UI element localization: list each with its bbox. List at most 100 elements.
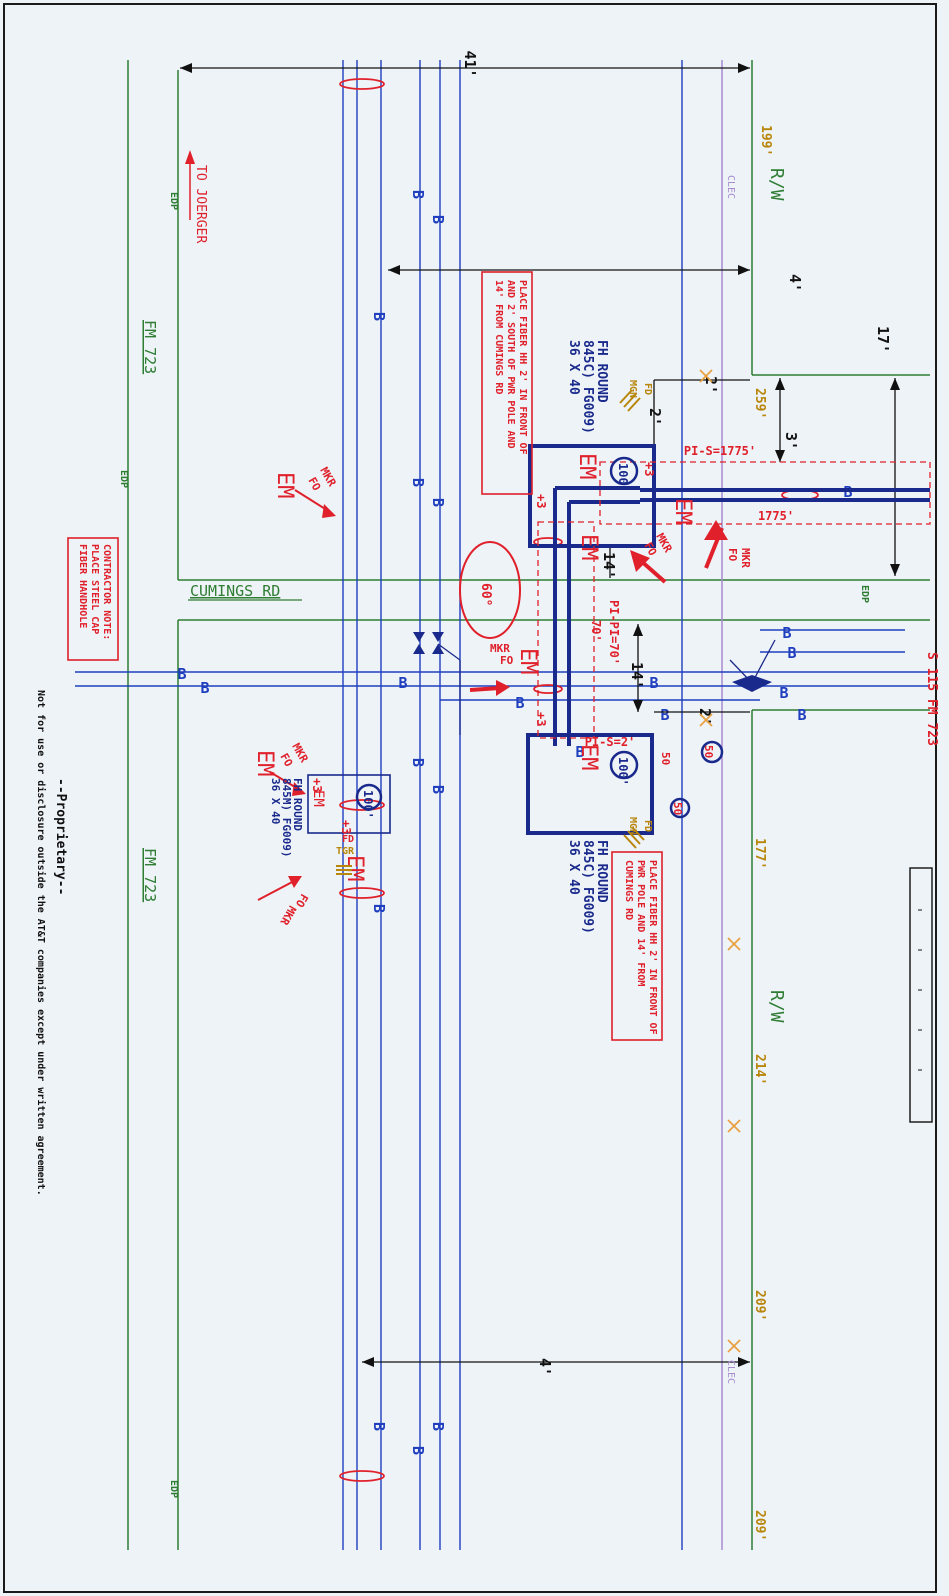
dashed-conduit xyxy=(537,461,931,739)
em-label: EM xyxy=(670,498,695,525)
cable-b-labels: B B B B B B B B B B B B B B B B B B B B … xyxy=(177,190,852,1455)
clec-labels: CLEC CLEC xyxy=(725,175,736,1384)
arrow-head xyxy=(890,378,900,390)
note-box-north xyxy=(481,271,533,495)
ground-bar xyxy=(627,397,641,412)
dim-14-a: 14' xyxy=(600,552,618,579)
ground-bar xyxy=(631,826,645,841)
slack-circles xyxy=(355,456,724,819)
clec-label: CLEC xyxy=(725,1360,736,1384)
pole-x-mark xyxy=(699,713,713,727)
duct-runs xyxy=(526,444,930,835)
rw-label-top: R/W xyxy=(766,168,787,201)
em-label: EM xyxy=(252,750,277,777)
station-209-b: 209' xyxy=(752,1510,767,1541)
dim-4-bottom: 4' xyxy=(536,1358,554,1376)
b-label: B xyxy=(409,1446,427,1455)
edp-label: EDP xyxy=(168,192,179,210)
edp-label: EDP xyxy=(168,1480,179,1498)
s115-label: S 115 FM 723 xyxy=(924,652,939,746)
dim-2-c: 2' xyxy=(696,708,714,726)
em-label: EM xyxy=(574,453,599,480)
note1-line1: PLACE FIBER HH 2' IN FRONT OF xyxy=(517,280,528,455)
handhole-label-north: FH ROUND 845C) FG009) 36 X 40 xyxy=(566,340,609,434)
arrow-head xyxy=(633,700,643,712)
mkr-arrowhead xyxy=(704,520,728,540)
note1-line3: 14' FROM CUMINGS RD xyxy=(493,280,504,394)
note-north: PLACE FIBER HH 2' IN FRONT OF AND 2' SOU… xyxy=(493,280,528,455)
legend-ticks xyxy=(918,909,922,1071)
leader-line xyxy=(729,659,753,684)
slack-loop xyxy=(609,750,639,780)
splice-leaders xyxy=(437,639,776,735)
hh1-line3: 36 X 40 xyxy=(566,340,581,395)
leader-line xyxy=(751,639,776,684)
dim-14-b: 14' xyxy=(628,662,646,689)
b-label: B xyxy=(370,1422,388,1431)
splice-symbol xyxy=(732,675,752,692)
pole-x-mark xyxy=(727,937,741,951)
ground-labels: FD MGN FD MGN xyxy=(627,380,653,835)
dimension-lines xyxy=(180,67,896,1363)
mkr-arrowhead xyxy=(496,680,510,696)
splice-symbols xyxy=(413,632,772,692)
plus3-d: +3 xyxy=(310,778,324,792)
handhole-label-small: FH ROUND 845M) FG009) 36 X 40 xyxy=(269,778,304,857)
pi-pi-70: PI-PI=70' xyxy=(607,600,621,665)
b-label: B xyxy=(398,674,407,692)
b-label: B xyxy=(515,694,524,712)
dim-41: 41' xyxy=(461,50,479,77)
fo-label: FO xyxy=(305,475,323,493)
dimension-arrows xyxy=(180,63,900,1367)
note-contractor: CONTRACTOR NOTE: PLACE STEEL CAP FIBER H… xyxy=(77,544,112,640)
conduit-outline xyxy=(599,461,931,525)
note2-line3: CUMINGS RD xyxy=(623,860,634,920)
cable-lines xyxy=(75,60,930,1550)
road-labels: FM 723 FM 723 CUMINGS RD xyxy=(141,320,280,902)
pole-x-mark xyxy=(727,1119,741,1133)
ground-bar xyxy=(627,830,641,845)
sleeve-ellipse xyxy=(339,887,385,899)
arrow-head xyxy=(180,63,192,73)
rw-label-bottom: R/W xyxy=(766,990,787,1023)
row-labels: R/W R/W xyxy=(766,168,787,1023)
fo-label: FO xyxy=(641,540,659,558)
mgn-label: MGN xyxy=(627,380,638,398)
sleeve-ellipse xyxy=(339,799,385,811)
s50-a: 50 xyxy=(659,752,672,765)
splice-symbol xyxy=(432,632,444,642)
handhole-north xyxy=(528,444,656,548)
station-labels: 199' 259' 177' 214' 209' 209' xyxy=(752,125,773,1541)
mkr-arrow xyxy=(469,686,501,692)
dim-4-top: 4' xyxy=(786,274,804,292)
note-box-contractor xyxy=(67,537,119,661)
ground-bar xyxy=(623,393,637,408)
direction-arrowhead xyxy=(185,150,195,164)
legend-box xyxy=(909,867,933,1123)
b-label: B xyxy=(797,706,806,724)
dim-17: 17' xyxy=(874,326,892,353)
dimension-labels: 41' 4' 4' 17' 3' 2' 2' 14' 14' 2' xyxy=(461,50,892,1376)
mkr-label: MKR xyxy=(490,642,510,655)
fd-label: FD xyxy=(642,820,653,832)
disclaimer-text: Not for use or disclosure outside the AT… xyxy=(35,690,47,1196)
em-label: EM xyxy=(272,472,297,499)
note3-line1: CONTRACTOR NOTE: xyxy=(101,544,112,640)
note-box-south xyxy=(611,851,663,1041)
station-209-a: 209' xyxy=(752,1290,767,1321)
handhole-small xyxy=(307,774,391,834)
arrow-head xyxy=(738,63,750,73)
station-199: 199' xyxy=(758,125,773,156)
arrow-head xyxy=(388,265,400,275)
p100-b: 100' xyxy=(616,757,630,786)
plus3-e: +3 xyxy=(339,820,353,834)
fm723-label-bottom: FM 723 xyxy=(141,848,159,902)
arrow-head xyxy=(633,624,643,636)
sleeve-ellipse xyxy=(339,78,385,90)
ground-symbols xyxy=(336,389,645,875)
len-70: 70' xyxy=(589,620,603,642)
pole-x-mark xyxy=(727,1339,741,1353)
dim-2-a: 2' xyxy=(702,376,720,394)
